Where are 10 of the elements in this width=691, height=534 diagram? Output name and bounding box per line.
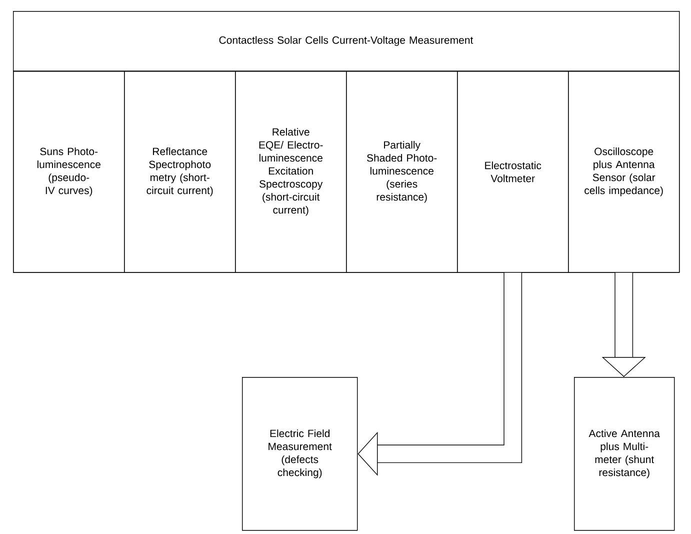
method-column-box: Oscilloscope plus Antenna Sensor (solar cells impedance) xyxy=(568,71,680,273)
result-box: Electric Field Measurement (defects checking) xyxy=(242,377,358,531)
result-box: Active Antenna plus Multi-meter (shunt resistance) xyxy=(574,377,675,531)
method-column-box: Reflectance Spectrophoto metry (short-circuit current) xyxy=(124,71,236,273)
method-column-box: Partially Shaded Photo- luminescence (series resistance) xyxy=(346,71,458,273)
method-column-box: Suns Photo- luminescence (pseudo-IV curves) xyxy=(13,71,125,273)
method-column-box: Relative EQE/ Electro- luminescence Excitation Spectroscopy (short-circuit current) xyxy=(235,71,347,273)
block-arrow xyxy=(358,272,522,476)
method-column-box: Electrostatic Voltmeter xyxy=(457,71,569,273)
heading-text: Contactless Solar Cells Current-Voltage Measurement xyxy=(219,36,474,46)
